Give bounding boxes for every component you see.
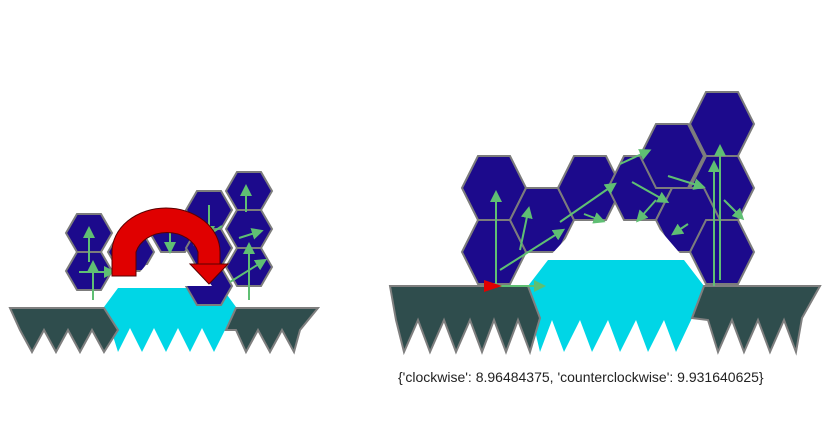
- rotation-result-text: {'clockwise': 8.96484375, 'counterclockw…: [398, 369, 764, 385]
- left-ground-right: [224, 307, 321, 355]
- hex-cell: [224, 171, 274, 211]
- right-force-arrows: [488, 144, 745, 292]
- right-ground-right: [690, 285, 822, 356]
- force-arrow: [671, 223, 689, 236]
- left-inner-opening: [128, 265, 212, 286]
- right-ground-left: [388, 285, 542, 356]
- right-hex-cluster: [460, 91, 756, 285]
- force-arrow: [636, 199, 657, 223]
- right-gap-region: [528, 260, 704, 352]
- hex-cell: [688, 219, 756, 285]
- force-arrow: [238, 228, 264, 240]
- force-arrow: [667, 175, 706, 190]
- contact-point-arrow-icon: [484, 280, 502, 292]
- hex-cell: [638, 123, 706, 189]
- clockwise-rotation-arrow-icon: [111, 207, 230, 285]
- right-inner-opening: [548, 230, 684, 258]
- force-arrow: [229, 258, 268, 283]
- left-scene: [8, 171, 321, 355]
- right-scene: [388, 91, 822, 356]
- force-arrow: [583, 212, 606, 224]
- force-arrow: [619, 149, 652, 165]
- force-arrow: [723, 199, 745, 221]
- force-arrow: [559, 182, 617, 223]
- force-arrow: [499, 228, 566, 271]
- force-arrow: [519, 206, 533, 251]
- left-ground-left: [8, 307, 120, 355]
- force-arrow: [631, 181, 670, 203]
- hex-cell: [224, 209, 274, 249]
